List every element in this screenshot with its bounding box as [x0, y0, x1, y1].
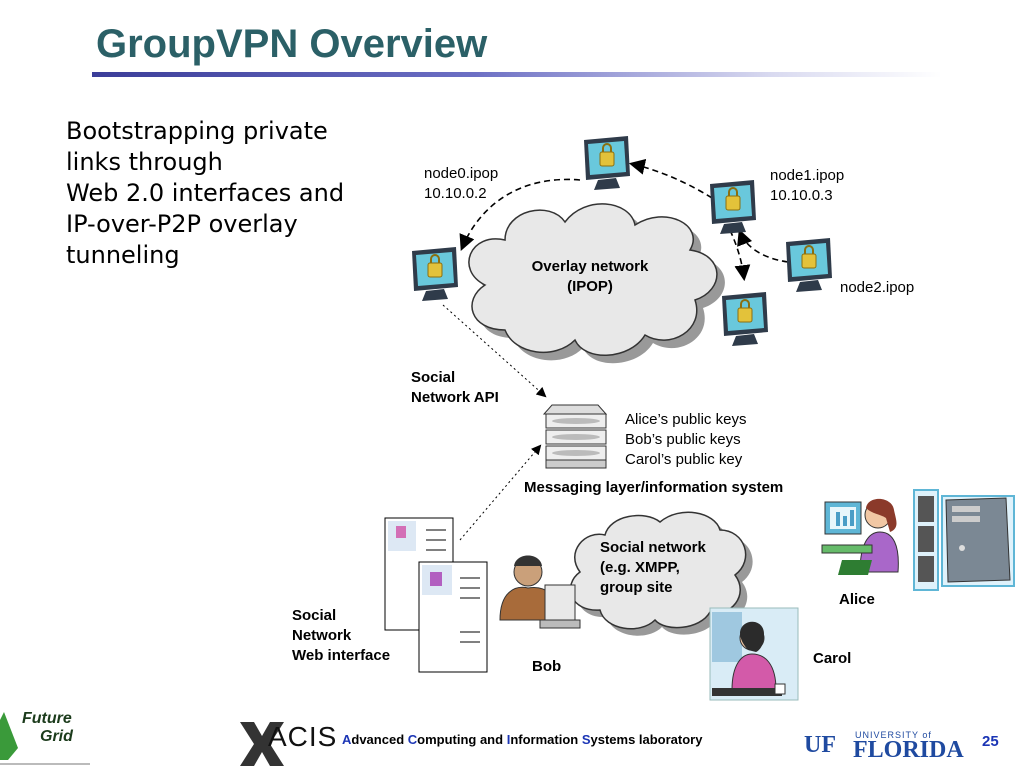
web-interface-label: Social Network Web interface — [292, 606, 390, 666]
lab-initial-i: I — [506, 732, 511, 747]
node0-ip: 10.10.0.2 — [424, 185, 487, 202]
bob-keys: Bob’s public keys — [625, 431, 741, 448]
social-network-api-label: Social Network API — [411, 368, 499, 408]
alice-figure — [821, 498, 899, 575]
social-cloud — [569, 511, 753, 636]
overlay-cloud-label-line1: Overlay network — [531, 258, 649, 275]
carol-key: Carol’s public key — [625, 451, 743, 468]
futuregrid-word2: Grid — [40, 728, 73, 745]
social-network-api-line2: Network API — [411, 389, 499, 406]
lab-word-computing: omputing and — [417, 732, 507, 747]
uf-logo-mark: UF — [804, 732, 836, 758]
uf-university-text: UNIVERSITY of — [855, 730, 932, 740]
node2-computer-icon — [785, 237, 833, 293]
bullet-line: links through — [66, 148, 223, 176]
lab-word-advanced: dvanced — [351, 732, 408, 747]
node2-label: node2.ipop — [840, 279, 915, 296]
overlay-cloud — [468, 203, 725, 364]
bullet-text: Bootstrapping private links through Web … — [66, 116, 386, 271]
lab-word-systems: ystems laboratory — [590, 732, 703, 747]
social-cloud-label: Social network (e.g. XMPP, group site — [600, 538, 706, 598]
social-network-api-line1: Social — [411, 369, 456, 386]
page-number: 25 — [982, 733, 999, 750]
futuregrid-logo-icon — [0, 712, 90, 765]
social-cloud-line2: (e.g. XMPP, — [600, 559, 680, 576]
lab-initial-a: A — [342, 732, 352, 747]
bullet-line: IP-over-P2P overlay — [66, 210, 298, 238]
node0-computer-icon — [411, 246, 459, 302]
uf-florida-text: FLORIDA — [853, 737, 964, 763]
node0-label: node0.ipop 10.10.0.2 — [424, 164, 498, 204]
social-cloud-line1: Social network — [600, 539, 706, 556]
lab-word-information: nformation — [510, 732, 582, 747]
acis-logo-icon — [240, 722, 284, 766]
node1-computer-icon — [709, 179, 757, 235]
bob-label: Bob — [532, 658, 562, 675]
carol-label: Carol — [813, 650, 852, 667]
web-interface-line2: Network — [292, 627, 352, 644]
lab-name: Advanced Computing and Information Syste… — [342, 732, 702, 747]
messaging-layer-label: Messaging layer/information system — [524, 479, 784, 496]
acis-logo-text: ACIS — [268, 721, 338, 752]
lab-initial-s: S — [581, 732, 591, 747]
node0-hostname: node0.ipop — [424, 165, 499, 182]
server-stack-icon — [542, 404, 608, 469]
bob-figure — [499, 555, 581, 629]
futuregrid-word1: Future — [22, 710, 72, 727]
web-interface-line1: Social — [292, 607, 337, 624]
alice-server-icon — [913, 489, 1015, 591]
bullet-line: Web 2.0 interfaces and — [66, 179, 345, 207]
node1-hostname: node1.ipop — [770, 167, 845, 184]
alice-label: Alice — [839, 591, 875, 608]
lab-initial-c: C — [407, 732, 418, 747]
overlay-cloud-label-line2: (IPOP) — [567, 278, 613, 295]
slide-title: GroupVPN Overview — [96, 22, 488, 66]
node-top-computer-icon — [583, 135, 631, 191]
web-interface-line3: Web interface — [292, 647, 391, 664]
alice-keys: Alice’s public keys — [625, 411, 747, 428]
node1-label: node1.ipop 10.10.0.3 — [770, 166, 844, 206]
bullet-line: Bootstrapping private — [66, 117, 328, 145]
title-underline — [92, 72, 942, 77]
carol-figure — [709, 607, 799, 701]
node1-ip: 10.10.0.3 — [770, 187, 833, 204]
social-cloud-line3: group site — [600, 579, 673, 596]
api-links — [442, 304, 547, 541]
web-page-icons — [384, 517, 488, 673]
bullet-line: tunneling — [66, 241, 180, 269]
futuregrid-logo-text: Future Grid — [22, 710, 73, 746]
public-keys-list: Alice’s public keys Bob’s public keys Ca… — [625, 410, 746, 470]
overlay-cloud-label: Overlay network (IPOP) — [522, 257, 658, 297]
node-bottom-computer-icon — [721, 291, 769, 347]
overlay-links — [459, 158, 789, 282]
